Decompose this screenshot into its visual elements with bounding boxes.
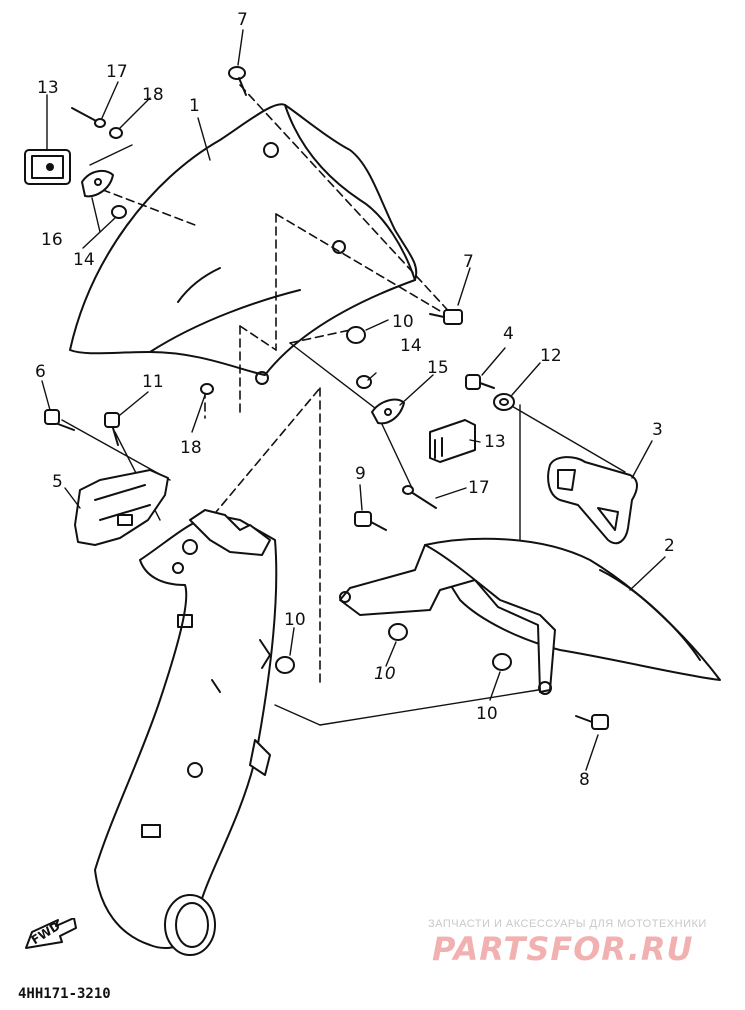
callout-6: 6 (35, 362, 46, 382)
callout-13-left: 13 (37, 78, 59, 98)
grommet-part-10-mid (388, 623, 408, 641)
callout-2: 2 (664, 536, 675, 556)
watermark-tagline: ЗАПЧАСТИ И АКСЕССУАРЫ ДЛЯ МОТОТЕХНИКИ (428, 918, 707, 930)
callout-11: 11 (142, 372, 164, 392)
grommet-part-10-top (346, 326, 366, 344)
callout-14-lower: 14 (400, 336, 422, 356)
grommet-part-10-left (275, 656, 295, 674)
callout-16: 16 (41, 230, 63, 250)
nut-part-18-lower (200, 383, 214, 395)
front-fork-outer-tube (94, 509, 278, 956)
bolt-part-8 (575, 714, 609, 730)
callout-18-upper: 18 (142, 85, 164, 105)
callout-14-upper: 14 (73, 250, 95, 270)
reflector-part-13-right (429, 419, 476, 463)
callout-10-mid: 10 (374, 664, 396, 684)
callout-17-upper: 17 (106, 62, 128, 82)
forward-arrow-icon (25, 918, 77, 949)
callout-10-right: 10 (476, 704, 498, 724)
callout-10-top: 10 (392, 312, 414, 332)
diagram-part-code: 4HH171-3210 (18, 986, 111, 1002)
bolt-part-4 (465, 374, 495, 390)
grommet-part-10-right (492, 653, 512, 671)
callout-7-right: 7 (463, 252, 474, 272)
callout-12: 12 (540, 346, 562, 366)
callout-13-right: 13 (484, 432, 506, 452)
bolt-part-7-right (429, 309, 463, 325)
front-fender-part-1 (69, 103, 418, 385)
callout-18-lower: 18 (180, 438, 202, 458)
clip-part-15 (371, 398, 405, 425)
callout-10-left: 10 (284, 610, 306, 630)
nut-part-14-lower (356, 375, 372, 389)
watermark-logo: PARTSFOR.RU (432, 930, 694, 968)
callout-5: 5 (52, 472, 63, 492)
clip-part-16 (81, 169, 114, 198)
callout-17-lower: 17 (468, 478, 490, 498)
reflector-part-13-left (24, 149, 71, 185)
stay-bracket-part-3 (547, 456, 638, 545)
callout-3: 3 (652, 420, 663, 440)
callout-7-upper: 7 (237, 10, 248, 30)
bolt-part-7-upper (228, 66, 247, 96)
bolt-part-6 (44, 409, 75, 431)
callout-1: 1 (189, 96, 200, 116)
nut-part-18-upper (109, 127, 123, 139)
callout-leaders (41, 29, 666, 771)
screw-part-17-lower (402, 485, 437, 509)
collar-part-12 (493, 393, 515, 411)
rear-fender-part-2 (339, 537, 721, 695)
callout-4: 4 (503, 324, 514, 344)
cable-guide-part-5 (74, 469, 169, 546)
screw-part-17-upper (71, 107, 106, 128)
callout-8: 8 (579, 770, 590, 790)
callout-9: 9 (355, 464, 366, 484)
bolt-part-11 (104, 412, 120, 446)
bolt-part-9 (354, 511, 387, 531)
nut-part-14-upper (111, 205, 127, 219)
callout-15: 15 (427, 358, 449, 378)
